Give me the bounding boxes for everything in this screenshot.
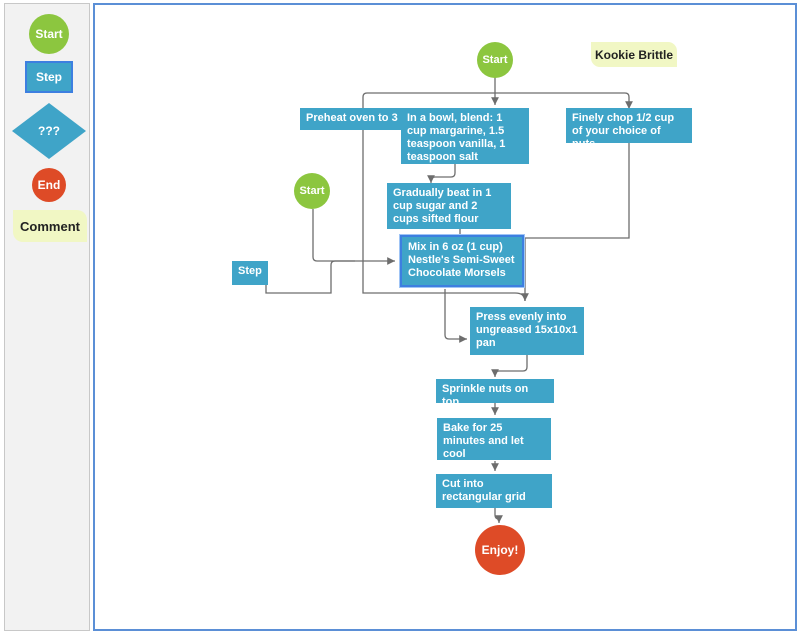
shape-palette: Start Step ??? End Comment: [4, 3, 90, 631]
end-node[interactable]: Enjoy!: [475, 525, 525, 575]
step-cut-text: Cut into rectangular grid: [442, 478, 526, 503]
start-node-main-label: Start: [482, 54, 508, 66]
step-beat-text: Gradually beat in 1 cup sugar and 2 cups…: [393, 187, 492, 225]
palette-start-label: Start: [35, 27, 63, 41]
diagram-comment[interactable]: Kookie Brittle: [591, 42, 677, 67]
step-preheat-text: Preheat oven to 3: [306, 112, 398, 124]
step-mix-morsels[interactable]: Mix in 6 oz (1 cup) Nestle's Semi-Sweet …: [399, 234, 525, 288]
palette-end-label: End: [37, 178, 61, 192]
step-sprinkle-text: Sprinkle nuts on top: [442, 383, 529, 408]
palette-start-shape[interactable]: Start: [29, 14, 69, 54]
step-mix-morsels-text: Mix in 6 oz (1 cup) Nestle's Semi-Sweet …: [408, 241, 515, 279]
palette-comment-label: Comment: [20, 218, 80, 234]
step-blend[interactable]: In a bowl, blend: 1 cup margarine, 1.5 t…: [401, 108, 529, 164]
palette-decision-shape[interactable]: ???: [11, 102, 87, 160]
palette-step-shape[interactable]: Step: [25, 61, 73, 93]
step-preheat[interactable]: Preheat oven to 3: [300, 108, 410, 130]
start-node-main[interactable]: Start: [477, 42, 513, 78]
step-cut[interactable]: Cut into rectangular grid: [436, 474, 552, 508]
palette-step-label: Step: [35, 70, 62, 84]
step-loose[interactable]: Step: [232, 261, 268, 285]
palette-end-shape[interactable]: End: [32, 168, 66, 202]
diagram-canvas[interactable]: Kookie Brittle Start Start Preheat oven …: [93, 3, 797, 631]
diagram-comment-text: Kookie Brittle: [594, 47, 673, 62]
decision-diamond-icon: [12, 103, 86, 159]
step-sprinkle[interactable]: Sprinkle nuts on top: [436, 379, 554, 408]
end-node-label: Enjoy!: [481, 543, 519, 557]
step-press-text: Press evenly into ungreased 15x10x1 pan: [476, 311, 578, 349]
step-chop-nuts[interactable]: Finely chop 1/2 cup of your choice of nu…: [566, 108, 692, 150]
step-bake-text: Bake for 25 minutes and let cool: [443, 422, 524, 460]
step-beat[interactable]: Gradually beat in 1 cup sugar and 2 cups…: [387, 183, 511, 229]
palette-comment-shape[interactable]: Comment: [13, 210, 87, 242]
step-chop-nuts-text: Finely chop 1/2 cup of your choice of nu…: [572, 112, 675, 150]
step-press[interactable]: Press evenly into ungreased 15x10x1 pan: [470, 307, 584, 355]
palette-decision-label: ???: [38, 124, 60, 138]
start-node-secondary-label: Start: [299, 185, 325, 197]
step-blend-text: In a bowl, blend: 1 cup margarine, 1.5 t…: [407, 112, 506, 163]
step-loose-text: Step: [238, 265, 262, 277]
connector-lines: [265, 77, 633, 523]
start-node-secondary[interactable]: Start: [294, 173, 330, 209]
step-bake[interactable]: Bake for 25 minutes and let cool: [437, 418, 551, 460]
